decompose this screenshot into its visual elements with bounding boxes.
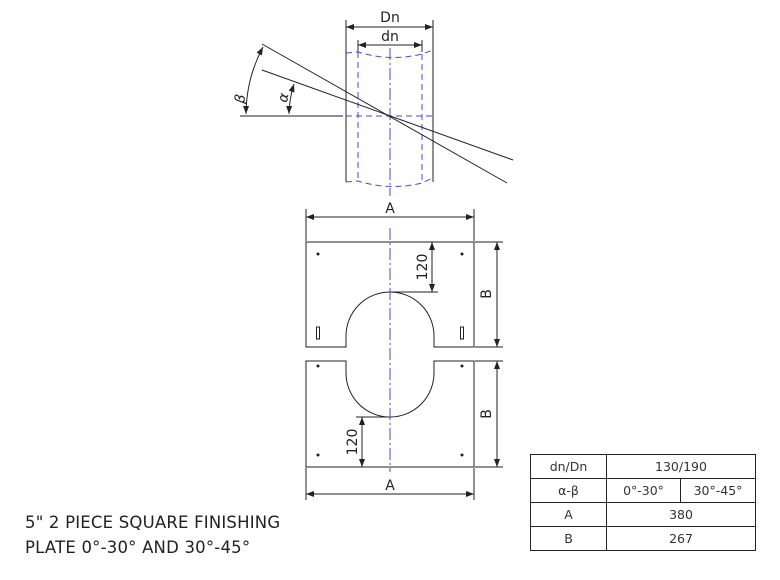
beta-label: β [232,93,249,106]
spec-table: dn/Dn 130/190 α-β 0°-30° 30°-45° A 380 B… [530,454,756,551]
a-top-label: A [385,201,395,217]
dim-upper-label: 120 [415,254,431,281]
pipe-side-view [240,20,514,196]
dim-lower-label: 120 [345,429,361,456]
b-lower-label: B [479,409,495,419]
alpha-line [261,69,514,161]
row-value: 267 [606,526,756,551]
beta-arc [243,46,264,115]
row-label: B [530,526,607,551]
table-row: dn/Dn 130/190 [530,454,756,479]
table-row: B 267 [530,526,756,551]
row-value: 30°-45° [680,478,756,503]
row-value: 0°-30° [606,478,681,503]
a-bottom-label: A [385,478,395,494]
row-value: 380 [606,502,756,527]
lower-plate [305,360,475,468]
title-line-1: 5" 2 PIECE SQUARE FINISHING [25,513,281,532]
table-row: A 380 [530,502,756,527]
table-row: α-β 0°-30° 30°-45° [530,478,756,503]
row-value: 130/190 [606,454,756,479]
alpha-label: α [275,91,292,104]
upper-plate [305,241,475,348]
row-label: dn/Dn [530,454,607,479]
row-label: α-β [530,478,607,503]
row-label: A [530,502,607,527]
title-line-2: PLATE 0°-30° AND 30°-45° [25,538,251,557]
alpha-arc [286,83,295,115]
dn-inner-label: dn [381,29,399,45]
dn-outer-label: Dn [380,10,400,26]
b-upper-label: B [479,289,495,299]
